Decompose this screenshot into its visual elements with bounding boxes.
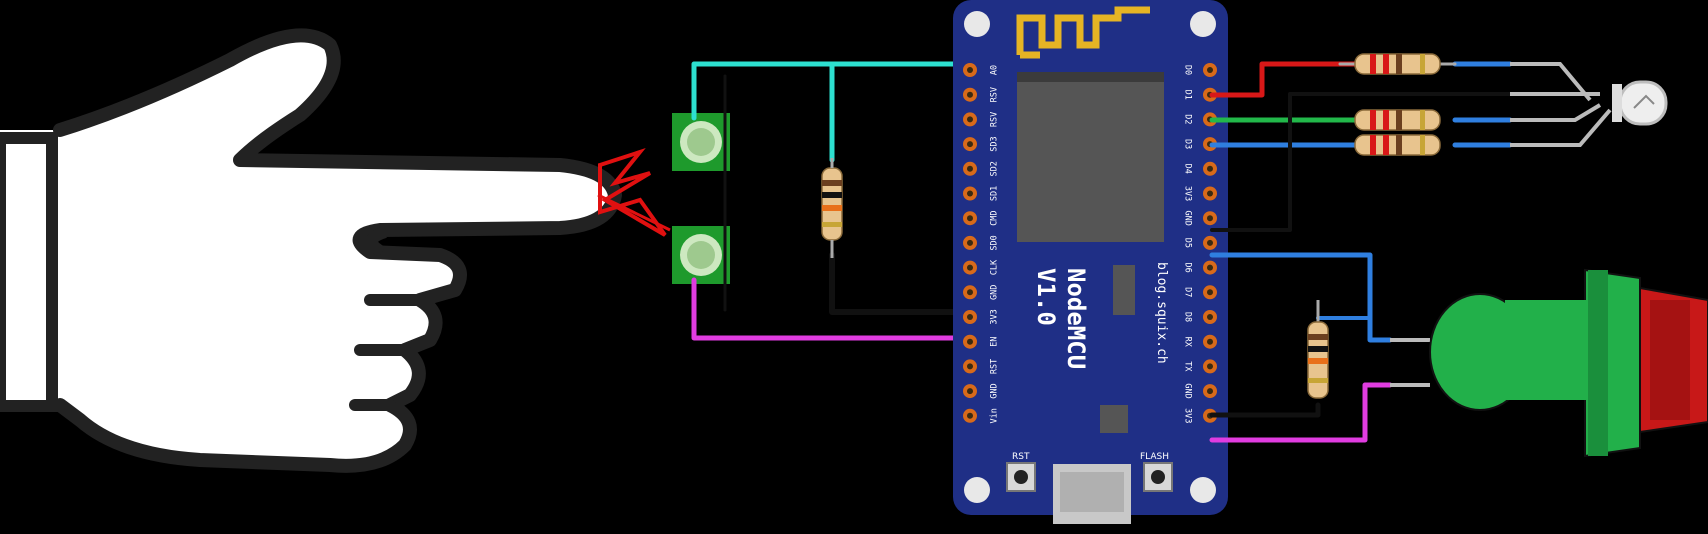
right-pin-label: D0 (1183, 65, 1193, 75)
left-pin-label: GND (990, 285, 1000, 300)
left-pin-label: CLK (990, 259, 1000, 275)
right-pin-label: D6 (1183, 262, 1193, 272)
right-pin-label: D1 (1183, 90, 1193, 100)
rst-label: RST (1012, 452, 1030, 462)
right-pin-label: D2 (1183, 114, 1193, 124)
rgb-led-icon (1510, 62, 1668, 147)
right-pin-label: D3 (1183, 139, 1193, 149)
flash-button[interactable] (1143, 462, 1173, 492)
left-pin-label: 3V3 (990, 309, 1000, 324)
left-pin-label: RST (990, 359, 1000, 374)
resistor-blue (1354, 134, 1441, 156)
right-pin-label: D8 (1183, 312, 1193, 322)
left-pin-label: SD0 (990, 235, 1000, 250)
right-pin-label: D4 (1183, 164, 1193, 174)
right-pin-label: TX (1183, 361, 1193, 372)
touch-pad-bottom (672, 226, 730, 284)
push-button-icon (1390, 268, 1708, 458)
right-pin-label: GND (1183, 211, 1193, 226)
resistor-green (1354, 109, 1441, 131)
pointing-hand-icon (0, 28, 671, 473)
right-pin-label: RX (1183, 337, 1193, 348)
resistor-red (1354, 53, 1441, 75)
right-pin-label: D7 (1183, 287, 1193, 297)
wifi-antenna-icon (1016, 6, 1150, 59)
left-pin-label: GND (990, 383, 1000, 398)
left-pin-label: CMD (990, 211, 1000, 226)
right-pin-label: 3V3 (1183, 408, 1193, 423)
right-pin-label: D5 (1183, 238, 1193, 248)
wires-right (1209, 61, 1513, 443)
left-pin-label: SD2 (990, 161, 1000, 176)
left-pin-label: RSV (990, 87, 1000, 102)
right-pin-label: 3V3 (1183, 186, 1193, 201)
resistor-pulldown (1307, 300, 1329, 399)
board-title: NodeMCU (1062, 268, 1090, 369)
left-pin-label: SD1 (990, 186, 1000, 201)
left-pin-label: Vin (990, 408, 1000, 423)
left-pin-label: EN (990, 337, 1000, 347)
nodemcu-board: NodeMCU V1.0 blog.squix.ch RST FLASH A0R… (953, 0, 1228, 524)
flash-label: FLASH (1140, 452, 1169, 462)
board-version: V1.0 (1032, 268, 1060, 326)
left-pin-label: A0 (990, 65, 1000, 75)
touch-pad-top (672, 113, 730, 171)
board-website: blog.squix.ch (1154, 262, 1169, 364)
right-pin-label: GND (1183, 383, 1193, 398)
resistor-left (821, 158, 843, 258)
left-pin-label: RSV (990, 112, 1000, 127)
left-pin-label: SD3 (990, 136, 1000, 151)
